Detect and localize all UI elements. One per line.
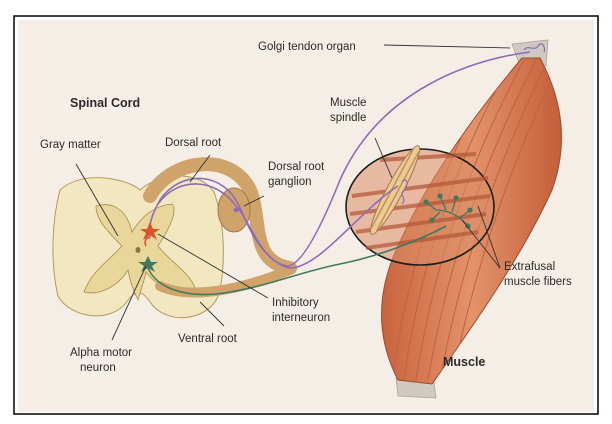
label-extrafusal-1: Extrafusal <box>504 261 555 273</box>
label-ventral-root: Ventral root <box>178 333 238 345</box>
label-muscle-spindle-2: spindle <box>330 112 366 124</box>
label-inhibitory-interneuron-1: Inhibitory <box>272 297 319 309</box>
sensory-neuron-soma <box>234 208 239 213</box>
label-gray-matter: Gray matter <box>40 139 101 151</box>
label-muscle-spindle-1: Muscle <box>330 97 366 109</box>
label-alpha-motor-neuron-1: Alpha motor <box>70 347 132 359</box>
label-alpha-motor-neuron-2: neuron <box>80 362 116 374</box>
label-extrafusal-2: muscle fibers <box>504 276 572 288</box>
central-canal <box>136 247 141 253</box>
label-dorsal-root-ganglion-2: ganglion <box>268 176 311 188</box>
label-dorsal-root-ganglion-1: Dorsal root <box>268 161 325 173</box>
label-golgi-tendon-organ: Golgi tendon organ <box>258 41 356 53</box>
label-muscle: Muscle <box>443 355 485 369</box>
label-spinal-cord: Spinal Cord <box>70 96 140 110</box>
label-inhibitory-interneuron-2: interneuron <box>272 312 330 324</box>
label-dorsal-root: Dorsal root <box>165 137 222 149</box>
